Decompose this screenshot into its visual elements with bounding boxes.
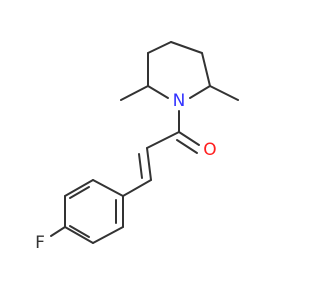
alkene-bond [146,147,152,181]
bond [92,226,124,244]
methyl-bond-left [120,85,149,101]
bond [201,52,211,87]
bond [64,226,94,244]
bond [147,85,169,99]
methyl-bond-right [209,85,239,101]
alkene-bond [138,153,143,179]
bond [92,179,124,197]
fluorine-label: F [35,233,45,253]
bond [122,179,152,197]
bond [170,41,203,54]
aromatic-bond [69,225,90,238]
bond [64,179,94,197]
oxygen-label: O [203,140,216,160]
molecule-structure: N O F [35,41,239,253]
bond [147,41,172,54]
fluorine-bond [50,226,66,237]
nitrogen-label: N [173,91,186,111]
piperidine-ring [147,41,211,99]
aromatic-bond [69,186,90,199]
carbonyl-bond [178,131,200,146]
bond [189,85,211,99]
carbonyl-bond [176,139,198,154]
bond [146,131,180,149]
fluorophenyl-ring [64,179,124,244]
